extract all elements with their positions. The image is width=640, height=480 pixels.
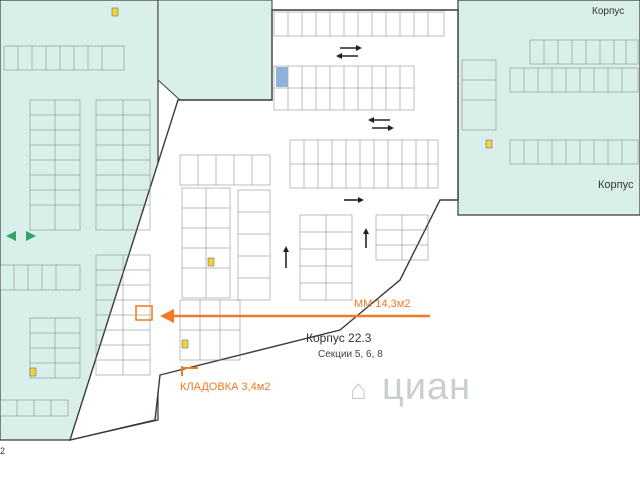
watermark: циан — [382, 366, 472, 408]
stair-markers — [29, 7, 493, 377]
highlighted-parking-space — [276, 67, 288, 87]
arrow-left-icon — [160, 309, 174, 323]
top-parking-grid — [273, 11, 445, 189]
kladovka-pointer — [181, 366, 198, 376]
top-zone — [157, 0, 273, 101]
mm-space-highlight — [135, 305, 153, 321]
cian-watermark-icon: ⌂ — [350, 374, 367, 405]
page-number: 2 — [0, 446, 6, 456]
building-label: Корпус 22.3 — [306, 331, 372, 345]
central-area — [68, 9, 459, 441]
storage-label: КЛАДОВКА 3,4м2 — [180, 381, 271, 393]
right-parking-grid — [461, 39, 639, 165]
exit-icon — [6, 231, 36, 241]
building-label-top-right: Корпус — [592, 6, 625, 17]
mm-space-label: ММ 14,3м2 — [354, 298, 411, 310]
building-label-right: Корпус — [598, 179, 634, 191]
mm-pointer — [160, 309, 430, 323]
central-parking-grid — [179, 154, 429, 361]
left-parking-grid — [0, 45, 151, 417]
sections-label: Секции 5, 6, 8 — [318, 349, 383, 360]
traffic-arrow-icon — [283, 45, 394, 268]
